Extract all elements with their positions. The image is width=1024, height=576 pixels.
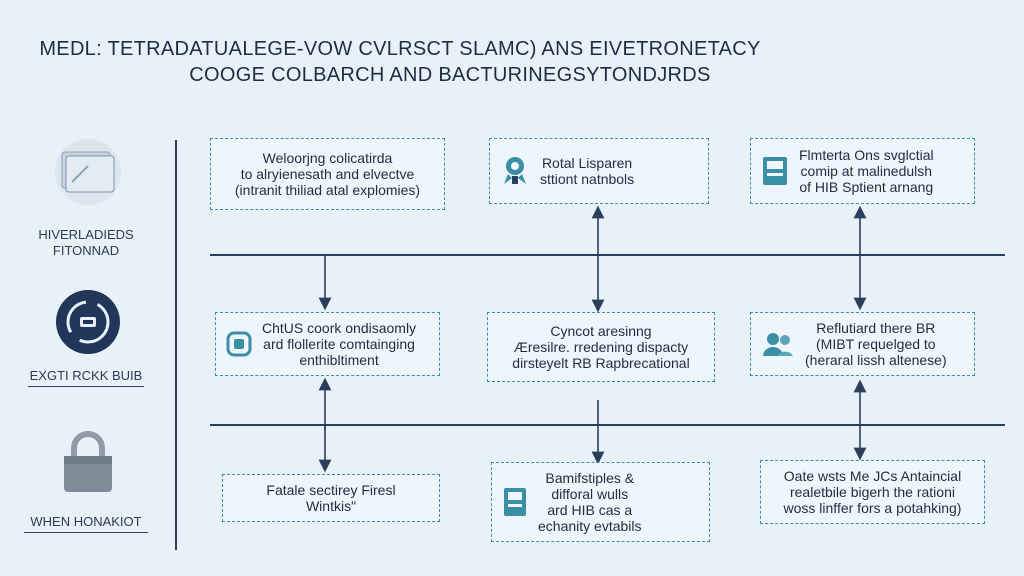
box-row2-col1: ChtUS coork ondisaomly ard flollerite co… xyxy=(215,312,440,376)
document-icon xyxy=(761,155,789,187)
sidebar-label-3: WHEN HONAKIOT xyxy=(24,514,148,533)
box-row1-col1-text: Weloorjng colicatirda to alryienesath an… xyxy=(234,150,421,198)
box-row2-col3-text: Reflutiard there BR (MIBT requelged to (… xyxy=(805,320,947,368)
box-row1-col3: Flmterta Ons svglctial comip at malinedu… xyxy=(750,138,975,204)
box-row1-col1: Weloorjng colicatirda to alryienesath an… xyxy=(210,138,445,210)
file-icon xyxy=(502,486,528,518)
box-row2-col1-text: ChtUS coork ondisaomly ard flollerite co… xyxy=(262,320,417,368)
title-line-2: COOGE COLBARCH AND BACTURINEGSYTONDJRDS xyxy=(189,64,711,86)
document-stack-icon xyxy=(52,138,124,206)
diagram-title: MEDL: TETRADATUALEGE-VOW CVLRSCT SLAMC) … xyxy=(0,36,800,88)
box-row2-col2-text: Cyncot aresinng Æresilre. rredening disp… xyxy=(512,323,690,371)
rocket-icon xyxy=(500,154,530,188)
box-row3-col3-text: Oate wsts Me JCs Antaincial realetbile b… xyxy=(783,468,962,516)
circular-arrows-icon xyxy=(52,288,124,356)
vertical-divider xyxy=(175,140,177,550)
box-row2-col3: Reflutiard there BR (MIBT requelged to (… xyxy=(750,312,975,376)
horizontal-divider-1 xyxy=(210,254,1005,256)
sidebar-label-2: EXGTI RCKK BUIB xyxy=(28,368,144,387)
box-row3-col1: Fatale sectirey Firesl Wintkis" xyxy=(222,474,440,522)
title-line-1: MEDL: TETRADATUALEGE-VOW CVLRSCT SLAMC) … xyxy=(39,38,761,60)
sidebar-label-1-line-2: FITONNAD xyxy=(52,243,120,258)
box-row3-col2: Bamifstiples & difforal wulls ard HIB ca… xyxy=(491,462,710,542)
box-row3-col1-text: Fatale sectirey Firesl Wintkis" xyxy=(266,482,396,514)
box-row3-col2-text: Bamifstiples & difforal wulls ard HIB ca… xyxy=(538,470,642,534)
box-row1-col2: Rotal Lisparen sttiont natnbols xyxy=(489,138,709,204)
people-icon xyxy=(761,330,795,358)
sidebar-label-1: HIVERLADIEDS FITONNAD xyxy=(16,227,156,259)
box-row2-col2: Cyncot aresinng Æresilre. rredening disp… xyxy=(487,312,715,382)
box-row3-col3: Oate wsts Me JCs Antaincial realetbile b… xyxy=(760,460,985,524)
sidebar-label-1-line-1: HIVERLADIEDS xyxy=(38,227,134,242)
horizontal-divider-2 xyxy=(210,424,1005,426)
padlock-icon xyxy=(52,428,124,496)
box-row1-col3-text: Flmterta Ons svglctial comip at malinedu… xyxy=(799,147,934,195)
box-row1-col2-text: Rotal Lisparen sttiont natnbols xyxy=(540,155,635,187)
badge-icon xyxy=(226,331,252,357)
